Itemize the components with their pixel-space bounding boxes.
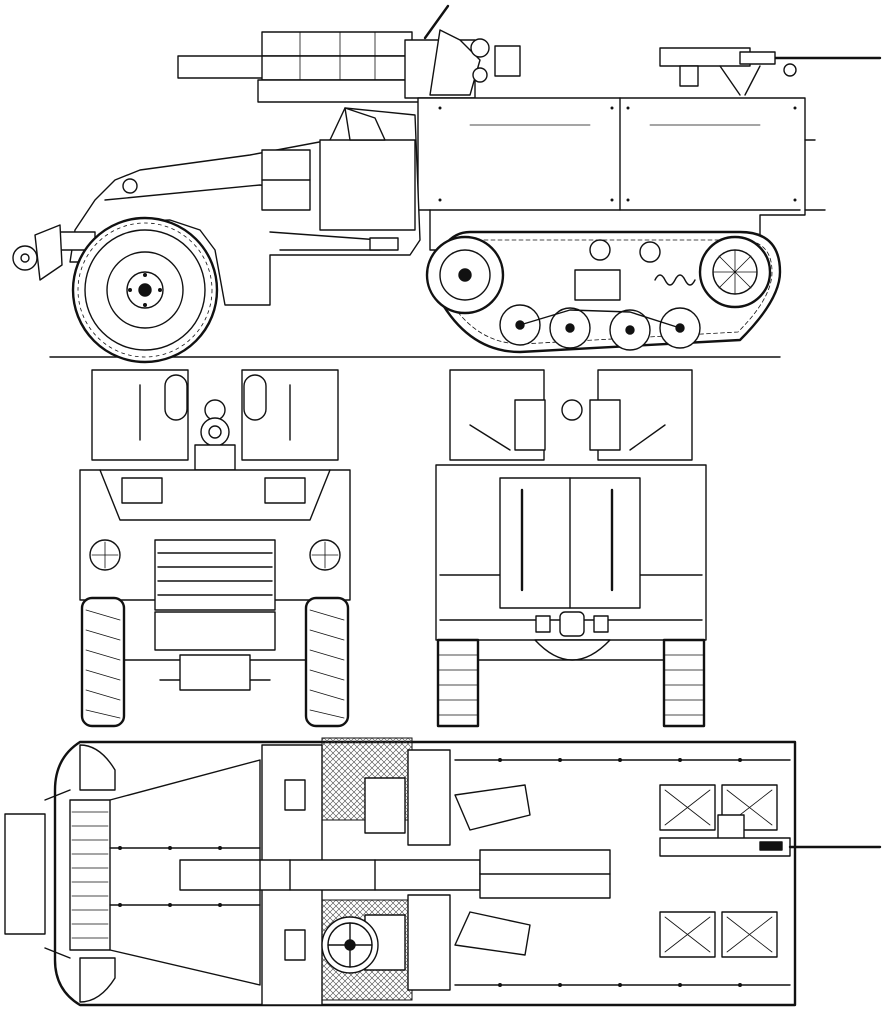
top-front-bumper	[4, 813, 46, 935]
rear-tracks	[436, 638, 706, 728]
top-machine-gun	[659, 814, 882, 857]
front-bumper	[154, 611, 276, 651]
top-rivets	[118, 758, 742, 987]
front-tires	[80, 596, 350, 728]
rear-hull	[417, 97, 826, 251]
top-gun-barrel	[179, 784, 611, 956]
front-armor-shields	[91, 369, 339, 471]
steering-wheel	[321, 916, 379, 974]
front-winch	[12, 224, 96, 281]
radiator-grille	[154, 539, 276, 611]
side-view	[12, 4, 882, 364]
top-view	[4, 737, 882, 1007]
main-gun	[177, 4, 521, 103]
rear-armor-shields	[449, 369, 693, 461]
front-wheel	[71, 216, 219, 364]
rear-view	[435, 369, 707, 728]
machine-gun	[659, 47, 882, 96]
cab-and-hood	[69, 107, 421, 306]
track-assembly	[425, 230, 782, 354]
front-view	[79, 369, 351, 728]
